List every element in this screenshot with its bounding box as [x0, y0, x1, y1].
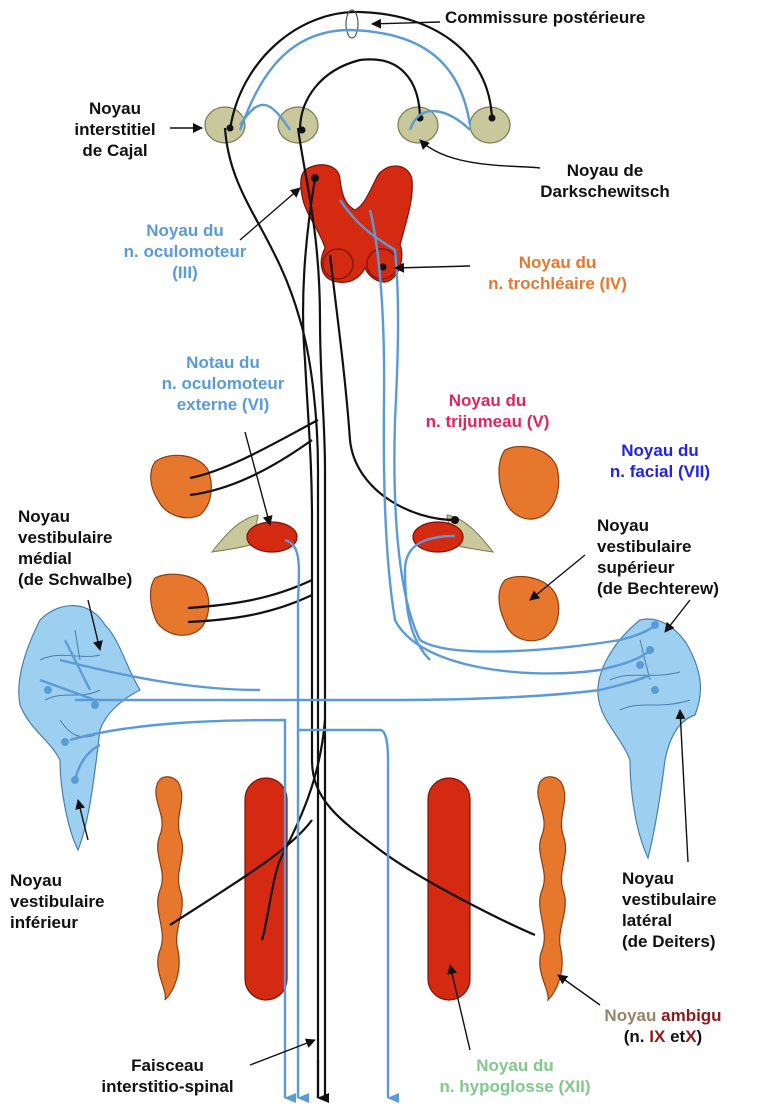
label-line: n. oculomoteur	[148, 373, 298, 394]
label-line: Noyau du	[105, 220, 265, 241]
label-part: X	[685, 1027, 696, 1046]
darkschewitsch-nucleus-right	[398, 107, 438, 143]
label-line: vestibulaire	[18, 527, 132, 548]
label-noyau-hypoglosse: Noyau du n. hypoglosse (XII)	[425, 1055, 605, 1097]
label-line: Noyau	[60, 98, 170, 119]
label-commissure-posterieure: Commissure postérieure	[445, 7, 645, 28]
label-line: (n. IX etX)	[578, 1026, 748, 1047]
label-part: ambigu	[661, 1006, 721, 1025]
label-line: (de Deiters)	[622, 931, 717, 952]
label-line: interstitiel	[60, 119, 170, 140]
black-fibers	[170, 12, 535, 1098]
hypoglossal-nucleus-left	[245, 778, 287, 1000]
label-part: )	[697, 1027, 703, 1046]
ambiguus-nucleus-left	[156, 777, 183, 1000]
label-line: Noyau de	[520, 160, 690, 181]
label-line: Noyau du	[425, 1055, 605, 1076]
label-part: Noyau	[604, 1006, 656, 1025]
label-line: Noyau	[10, 870, 105, 891]
label-line: (de Bechterew)	[597, 578, 719, 599]
label-line: externe (VI)	[148, 394, 298, 415]
label-noyau-oculomoteur: Noyau du n. oculomoteur (III)	[105, 220, 265, 283]
label-line: vestibulaire	[597, 536, 719, 557]
label-line: n. trijumeau (V)	[410, 411, 565, 432]
label-noyau-darkschewitsch: Noyau de Darkschewitsch	[520, 160, 690, 202]
label-part: et	[670, 1027, 685, 1046]
label-line: Darkschewitsch	[520, 181, 690, 202]
vestibular-complex-right	[598, 619, 701, 858]
label-part: (n.	[624, 1027, 645, 1046]
label-line: n. facial (VII)	[585, 461, 735, 482]
label-line: médial	[18, 548, 132, 569]
label-noyau-vestibulaire-medial: Noyau vestibulaire médial (de Schwalbe)	[18, 506, 132, 590]
label-line: de Cajal	[60, 140, 170, 161]
label-line: Faisceau	[80, 1055, 255, 1076]
facial-nucleus-right	[499, 576, 559, 640]
vestibular-complex-left	[19, 606, 140, 850]
label-line: Noyau du	[410, 390, 565, 411]
cajal-nucleus-right	[470, 107, 510, 143]
label-line: vestibulaire	[622, 889, 717, 910]
facial-nucleus-left	[150, 574, 208, 635]
label-noyau-oculomoteur-externe: Notau du n. oculomoteur externe (VI)	[148, 352, 298, 415]
label-line: Noyau ambigu	[578, 1005, 748, 1026]
label-line: n. trochléaire (IV)	[470, 273, 645, 294]
trigeminal-nucleus-left	[151, 455, 212, 517]
label-line: Noyau du	[470, 252, 645, 273]
label-noyau-trochleaire: Noyau du n. trochléaire (IV)	[470, 252, 645, 294]
trigeminal-nucleus-right	[499, 446, 559, 519]
label-noyau-vestibulaire-inferieur: Noyau vestibulaire inférieur	[10, 870, 105, 933]
label-line: Noyau du	[585, 440, 735, 461]
label-line: Notau du	[148, 352, 298, 373]
label-line: (III)	[105, 262, 265, 283]
label-line: Noyau	[18, 506, 132, 527]
label-line: n. oculomoteur	[105, 241, 265, 262]
label-noyau-vestibulaire-lateral: Noyau vestibulaire latéral (de Deiters)	[622, 868, 717, 952]
label-line: inférieur	[10, 912, 105, 933]
label-noyau-ambigu: Noyau ambigu (n. IX etX)	[578, 1005, 748, 1047]
label-line: vestibulaire	[10, 891, 105, 912]
ambiguus-nucleus-right	[538, 777, 566, 1000]
label-line: Noyau	[622, 868, 717, 889]
label-line: supérieur	[597, 557, 719, 578]
label-line: (de Schwalbe)	[18, 569, 132, 590]
label-noyau-vestibulaire-superieur: Noyau vestibulaire supérieur (de Bechter…	[597, 515, 719, 599]
label-part: IX	[649, 1027, 665, 1046]
trochlear-nucleus-left	[323, 249, 353, 279]
label-noyau-facial: Noyau du n. facial (VII)	[585, 440, 735, 482]
label-line: latéral	[622, 910, 717, 931]
commissure-ring	[346, 10, 358, 38]
label-line: Noyau	[597, 515, 719, 536]
label-line: n. hypoglosse (XII)	[425, 1076, 605, 1097]
abducens-nucleus-left	[247, 522, 297, 552]
label-noyau-trijumeau: Noyau du n. trijumeau (V)	[410, 390, 565, 432]
hypoglossal-nucleus-right	[428, 778, 470, 1000]
label-line: interstitio-spinal	[80, 1076, 255, 1097]
darkschewitsch-nucleus-left	[278, 107, 318, 143]
label-faisceau-interstitio-spinal: Faisceau interstitio-spinal	[80, 1055, 255, 1097]
label-noyau-interstitiel-cajal: Noyau interstitiel de Cajal	[60, 98, 170, 161]
